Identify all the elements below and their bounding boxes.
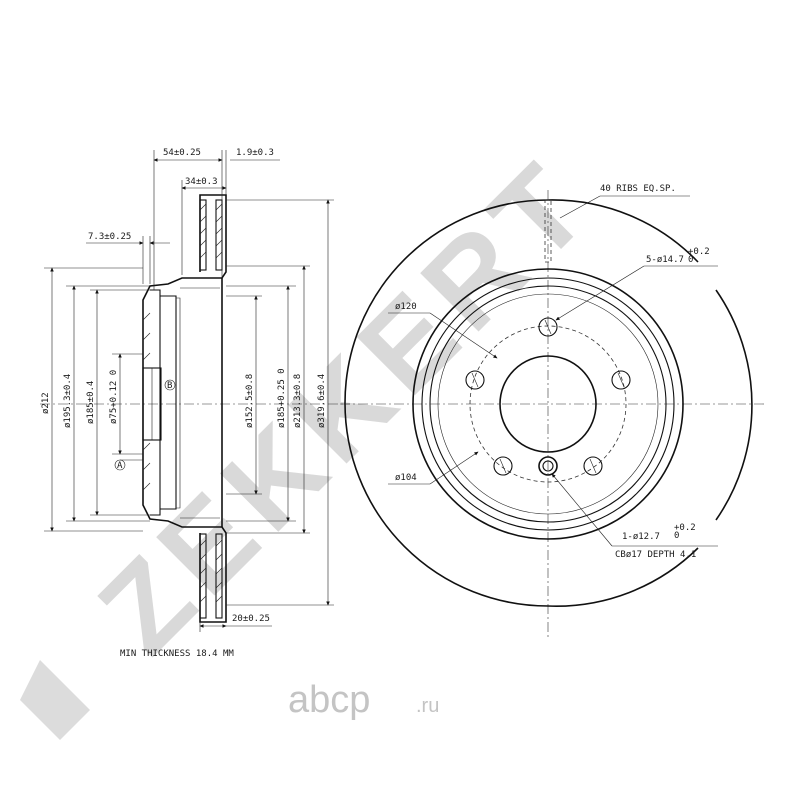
side-section-view: 54±0.25 1.9±0.3 34±0.3 7.3±0.25 ø212 ø19… xyxy=(40,148,350,659)
bolt-holes-tol: +0.2 xyxy=(688,247,710,257)
bolt-holes-label: 5-ø14.7 xyxy=(646,255,684,265)
site-logo-tld: .ru xyxy=(416,695,439,717)
brand-watermark: ZEKKERT xyxy=(20,133,619,740)
dim-34: 34±0.3 xyxy=(185,177,218,187)
site-logo: abcp .ru xyxy=(288,679,439,721)
dim-54: 54±0.25 xyxy=(163,148,201,158)
dim-185-bore: ø185+0.25 0 xyxy=(277,368,287,428)
bolt-holes-tol-low: 0 xyxy=(688,255,693,265)
dim-213-3: ø213.3±0.8 xyxy=(293,374,303,428)
dim-195-3: ø195.3±0.4 xyxy=(63,374,73,428)
dim-1-9: 1.9±0.3 xyxy=(236,148,274,158)
locator-hole-label: 1-ø12.7 xyxy=(622,532,660,542)
min-thickness-note: MIN THICKNESS 18.4 MM xyxy=(120,649,234,659)
dim-185: ø185±0.4 xyxy=(86,381,96,424)
datum-a-label: A xyxy=(117,461,123,471)
pcd-120-label: ø120 xyxy=(395,302,417,312)
site-logo-text: abcp xyxy=(288,679,370,721)
counterbore-label: CBø17 DEPTH 4.1 xyxy=(615,550,696,560)
front-view: 40 RIBS EQ.SP. 5-ø14.7 +0.2 0 ø120 ø104 … xyxy=(340,184,765,640)
dim-7-3: 7.3±0.25 xyxy=(88,232,131,242)
ribs-label: 40 RIBS EQ.SP. xyxy=(600,184,676,194)
pcd-104-label: ø104 xyxy=(395,473,417,483)
locator-tol: +0.2 xyxy=(674,523,696,533)
dim-212: ø212 xyxy=(41,392,51,414)
dim-20: 20±0.25 xyxy=(232,614,270,624)
brand-watermark-text: ZEKKERT xyxy=(74,133,619,678)
dim-152-5: ø152.5±0.8 xyxy=(245,374,255,428)
dim-75: ø75+0.12 0 xyxy=(109,370,119,424)
locator-tol-low: 0 xyxy=(674,531,679,541)
section-b-label: B xyxy=(167,381,172,391)
dim-319-6: ø319.6±0.4 xyxy=(317,374,327,428)
